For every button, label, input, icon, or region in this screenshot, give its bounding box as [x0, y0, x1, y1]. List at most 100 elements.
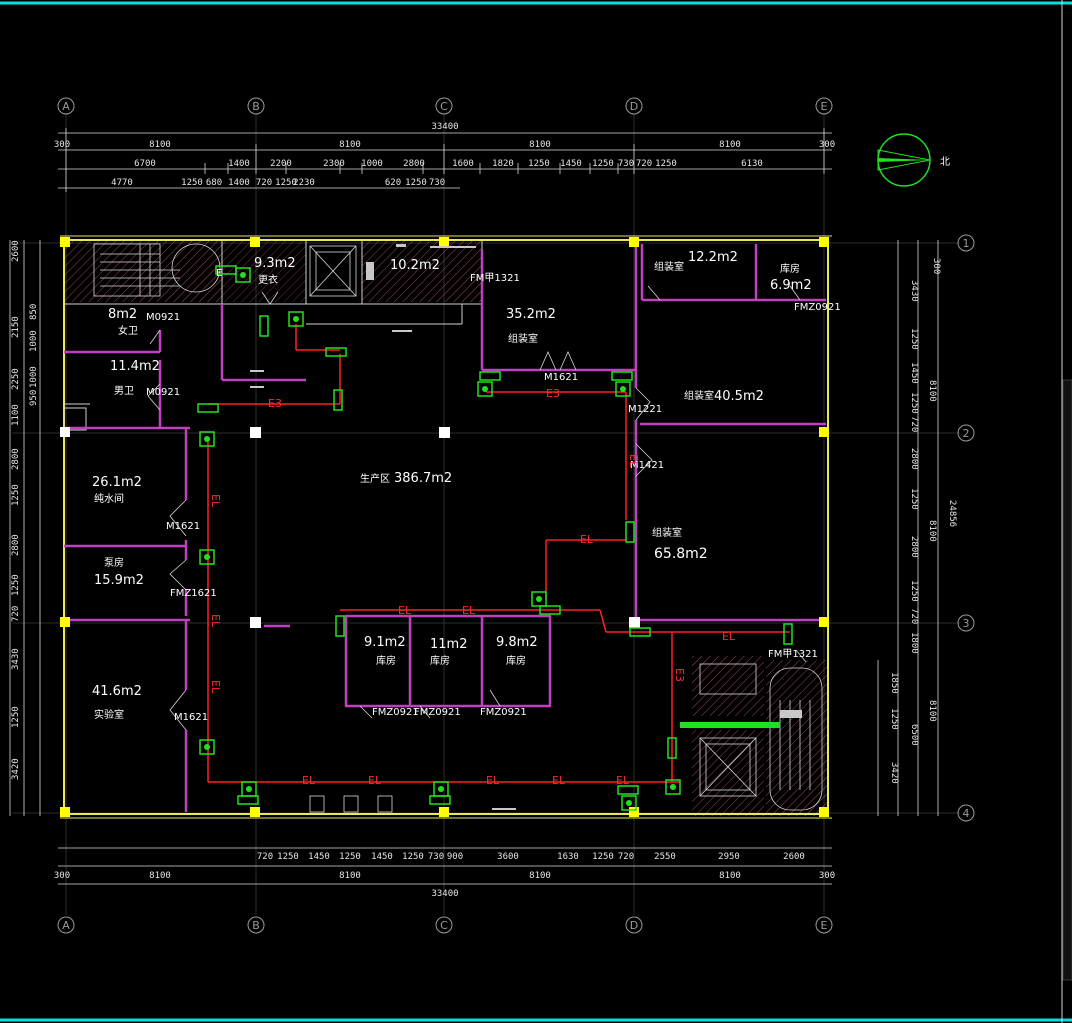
dim-rs-9: 1250	[909, 580, 919, 602]
dim-ls-8: 2800	[11, 448, 21, 470]
dim-rs-4: 1250	[909, 392, 919, 414]
dim-right-total: 24856	[947, 500, 957, 527]
room-area-40-5: 40.5m2	[714, 389, 764, 404]
axis-label-4: 4	[963, 807, 970, 820]
dim-ls-1: 850	[29, 304, 39, 320]
dim-b1-9: 1630	[557, 852, 579, 862]
dim-b2-3: 8100	[529, 871, 551, 881]
dimension-text-bottom: 720 1250 1450 1250 1450 1250 730 900 360…	[54, 852, 835, 899]
door-fmz1621: FMZ1621	[170, 588, 217, 599]
room-production: 生产区	[360, 472, 390, 485]
dim-rs-0: 300	[931, 258, 941, 274]
dim-ls-12: 720	[11, 606, 21, 622]
partition-walls	[64, 244, 826, 812]
dim-b1-0: 720	[257, 852, 273, 862]
door-m0921-b: M0921	[146, 387, 180, 398]
dimension-text-top: 33400 300 8100 8100 8100 8100 300 6700 1…	[54, 122, 835, 188]
dim-r2-8: 1250	[528, 159, 550, 169]
room-lab: 实验室	[94, 708, 124, 721]
door-e-prefix: E	[216, 268, 222, 279]
room-storage-b: 库房	[376, 654, 396, 667]
door-fmz0921-3: FMZ0921	[480, 707, 527, 718]
dim-b1-11: 720	[618, 852, 634, 862]
el-label-6: EL	[486, 774, 500, 787]
dim-ls-6: 950	[29, 390, 39, 406]
dim-rs-3: 1450	[909, 362, 919, 384]
axis-label-b-bottom: B	[252, 919, 260, 932]
axis-label-3: 3	[963, 617, 970, 630]
dim-b1-7: 900	[447, 852, 463, 862]
e3-label-3: E3	[673, 668, 686, 682]
dim-b1-14: 2600	[783, 852, 805, 862]
dim-b1-5: 1250	[402, 852, 424, 862]
el-label-2: EL	[209, 614, 222, 628]
dim-rs-5: 720	[909, 416, 919, 432]
room-area-9-8: 9.8m2	[496, 635, 538, 650]
door-fmz0921-ne: FMZ0921	[794, 302, 841, 313]
dim-total-top: 33400	[431, 122, 458, 132]
room-assembly-c: 组装室	[684, 389, 714, 402]
dim-b1-8: 3600	[497, 852, 519, 862]
axis-label-e-top: E	[821, 100, 828, 113]
tiny-annotations	[250, 244, 802, 810]
emergency-light-fixtures	[197, 265, 793, 811]
room-assembly-b: 组装室	[654, 260, 684, 273]
room-male-wc: 男卫	[114, 385, 134, 397]
dim-rs-2: 1250	[909, 328, 919, 350]
dim-rspan-0: 8100	[927, 380, 937, 402]
dim-r2-4: 1000	[361, 159, 383, 169]
el-label-3: EL	[209, 680, 222, 694]
room-storage-a: 库房	[780, 262, 800, 275]
columns	[60, 237, 829, 817]
dim-r2-2: 2200	[270, 159, 292, 169]
dim-r3-6: 2230	[293, 178, 315, 188]
door-fmz0921-1: FMZ0921	[372, 707, 419, 718]
room-labels: 9.3m2 更衣 10.2m2 35.2m2 组装室 12.2m2 组装室 库房…	[92, 250, 812, 721]
dim-b1-1: 1250	[277, 852, 299, 862]
dim-b1-2: 1450	[308, 852, 330, 862]
el-label-7: EL	[552, 774, 566, 787]
dim-ls-11: 1250	[11, 574, 21, 596]
dim-ls-15: 3420	[11, 758, 21, 780]
dim-ls-2: 2150	[11, 316, 21, 338]
room-area-41-6: 41.6m2	[92, 684, 142, 699]
dim-r1-5: 300	[819, 140, 835, 150]
axis-label-c-bottom: C	[440, 919, 448, 932]
door-m1221: M1221	[628, 404, 662, 415]
dim-ls-7: 1100	[11, 404, 21, 426]
dim-rs-1: 3430	[909, 280, 919, 302]
room-area-6-9: 6.9m2	[770, 278, 812, 293]
dim-r3-8: 1250	[405, 178, 427, 188]
interior-columns	[60, 427, 640, 628]
dim-r3-2: 680	[206, 178, 222, 188]
dim-ls-10: 2800	[11, 534, 21, 556]
dim-stair-1: 1250	[889, 708, 899, 730]
room-storage-d: 库房	[506, 654, 526, 667]
axis-label-2: 2	[963, 427, 970, 440]
dim-stair-3: 6500	[909, 724, 919, 746]
dim-b1-10: 1250	[592, 852, 614, 862]
dim-r2-5: 2800	[403, 159, 425, 169]
room-area-9-3: 9.3m2	[254, 256, 296, 271]
dim-rs-10: 720	[909, 608, 919, 624]
room-area-11: 11m2	[430, 637, 467, 652]
axis-label-d-top: D	[630, 100, 638, 113]
axis-label-1: 1	[963, 237, 970, 250]
room-female-wc: 女卫	[118, 324, 138, 337]
dim-r2-3: 2300	[323, 159, 345, 169]
emergency-light-centers	[204, 272, 676, 806]
dim-stair-0: 1850	[889, 672, 899, 694]
dim-r2-14: 6130	[741, 159, 763, 169]
dimension-lines-top	[9, 132, 939, 885]
el-label-5: EL	[368, 774, 382, 787]
dim-r2-13: 1250	[655, 159, 677, 169]
dim-rs-11: 1800	[909, 632, 919, 654]
dim-stair-2: 3420	[889, 762, 899, 784]
door-fm1321-top: FM甲1321	[470, 273, 520, 284]
north-label: 北	[940, 156, 950, 168]
door-fmz0921-2: FMZ0921	[414, 707, 461, 718]
dim-r3-9: 730	[429, 178, 445, 188]
stair-symbol-top-left	[93, 243, 221, 297]
dim-ls-3: 1000	[29, 330, 39, 352]
dimension-text-side: 300 3430 1250 1450 1250 720 2800 1250 28…	[11, 240, 957, 783]
